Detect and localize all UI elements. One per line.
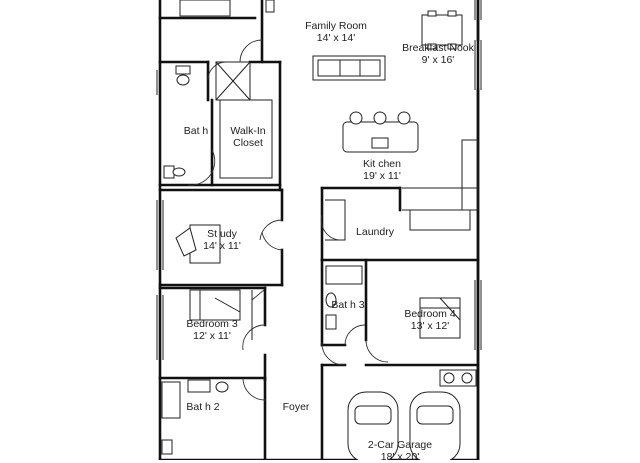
bath-3-label: Bat h 3 [331,299,365,311]
kitchen-label: Kit chen 19' x 11' [363,158,401,182]
bath-label: Bat h [183,125,209,137]
family-room-label: Family Room 14' x 14' [305,20,367,44]
closet-shelf [219,99,273,179]
nook-table [421,10,463,50]
bedroom-4-label: Bedroom 4 13' x 12' [404,308,456,332]
walk-in-closet-label: Walk-In Closet [230,125,266,149]
bedroom4-bed [419,297,461,339]
garage-label: 2-Car Garage 18' x 20' [367,439,433,463]
bath-fixtures [163,65,191,179]
bath3-fixtures [325,265,363,330]
kitchen-counters [325,139,479,241]
garage-cars [347,369,477,460]
bath-2-label: Bat h 2 [186,401,220,413]
bedroom3-closet [251,289,265,340]
foyer-label: Foyer [282,401,310,413]
study-label: St udy 14' x 11' [203,228,241,252]
bath2-fixtures [161,379,229,455]
kitchen-island [342,111,419,153]
interior-walls [158,0,480,460]
bedroom3-bed [189,289,241,321]
breakfast-nook-label: Breakfast Nook 9' x 16' [402,42,474,66]
doors [187,39,389,401]
family-room-sofa [312,55,386,81]
shower-stall [215,61,251,101]
bedroom-3-label: Bedroom 3 12' x 11' [186,318,238,342]
tv-stand [265,0,275,13]
study-desk [175,224,221,264]
laundry-label: Laundry [356,226,394,238]
top-bed [179,0,231,17]
windows [156,0,482,360]
